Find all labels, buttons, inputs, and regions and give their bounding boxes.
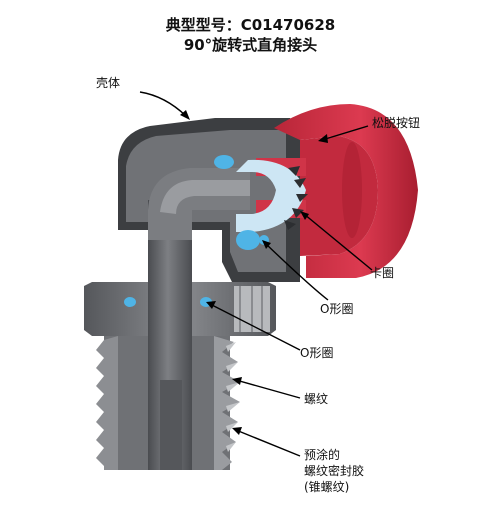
label-sealant-line2: 螺纹密封胶 [304, 464, 365, 478]
label-shell: 壳体 [96, 76, 121, 90]
leader-oring2 [209, 303, 301, 351]
leader-sealant [235, 429, 301, 457]
thread-right [214, 336, 240, 470]
leader-release [321, 125, 369, 141]
label-release-button: 松脱按钮 [372, 116, 421, 130]
label-sealant-line3: (锥螺纹) [304, 480, 350, 494]
label-clip: 卡圈 [370, 266, 395, 280]
diagram-title-line2: 90°旋转式直角接头 [183, 36, 318, 54]
clip-teeth [284, 166, 308, 230]
label-oring-1: O形圈 [320, 302, 354, 316]
release-button-ring [274, 104, 418, 278]
leader-oring1 [265, 243, 329, 301]
leader-thread [235, 379, 301, 399]
diagram-title-line1: 典型型号：C01470628 [165, 16, 336, 34]
leader-shell [139, 91, 187, 117]
leader-clip [303, 213, 373, 271]
o-ring-stem-left [124, 297, 136, 307]
label-sealant-line1: 预涂的 [304, 448, 341, 462]
o-ring-upper [214, 155, 234, 169]
label-oring-2: O形圈 [300, 346, 334, 360]
label-thread: 螺纹 [304, 392, 329, 406]
o-ring-lower-collet [236, 230, 260, 250]
collet [236, 159, 306, 232]
thread-left [96, 336, 118, 470]
